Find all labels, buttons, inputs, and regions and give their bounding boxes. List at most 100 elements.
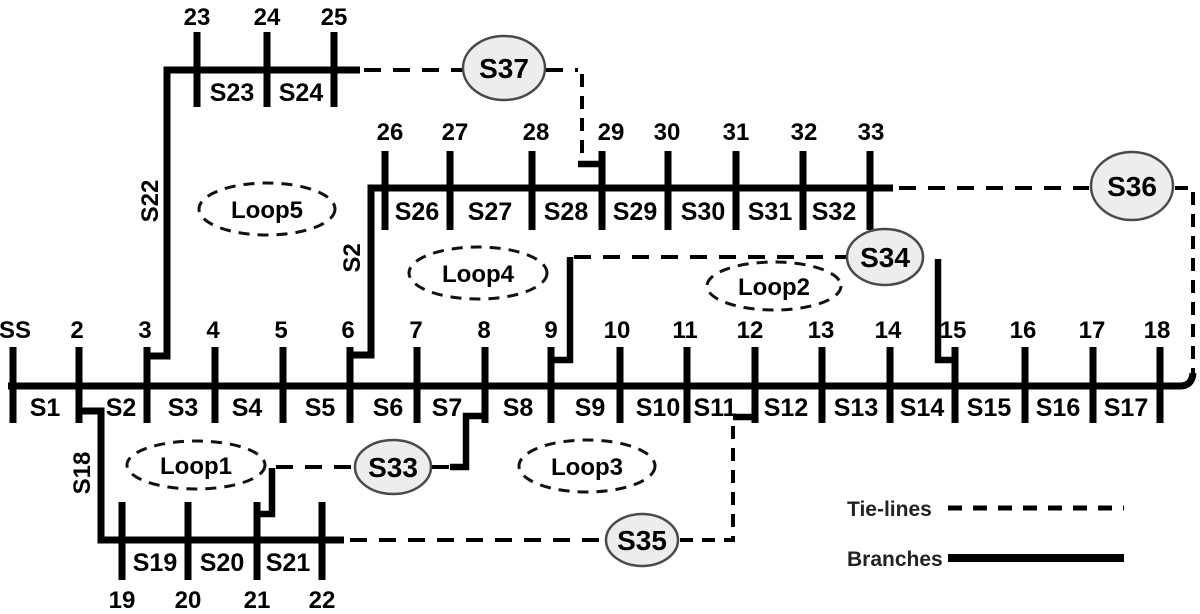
riser-label-s2: S2 [339,243,366,272]
branch-label-s10: S10 [636,394,680,422]
branch-label-s14: S14 [900,394,945,422]
bus-label-18: 18 [1144,317,1171,344]
bus-label-22: 22 [309,587,336,614]
bus-label-24: 24 [254,4,281,31]
branch-label-s11: S11 [693,394,736,422]
bus-label-5: 5 [274,317,287,344]
loop3-ellipse [517,438,657,494]
branch-label-s1: S1 [30,394,61,422]
tie-line-s37: S37 [364,34,602,168]
lateral-26-33-line [350,184,893,359]
bus-label-25: 25 [321,4,348,31]
branch-label-s16: S16 [1036,394,1080,422]
branch-label-s8: S8 [503,394,534,422]
lateral-feeder-23-25: 23 24 25 S23 S24 S22 [137,4,360,360]
loop1-ellipse [125,439,267,491]
branch-label-s7: S7 [432,394,463,422]
bus-label-8: 8 [477,317,490,344]
tie-line-s35: S35 [350,413,753,568]
loop4-label: Loop4 [442,261,515,288]
branch-label-s4: S4 [232,394,263,422]
branch-label-s20: S20 [200,549,244,577]
tie-s35-dash-right [680,424,735,542]
branch-label-s32: S32 [812,198,856,226]
branch-label-s9: S9 [575,394,606,422]
loop2-label: Loop2 [738,274,810,301]
branch-label-s5: S5 [305,394,336,422]
tie-s33-step-right [450,412,483,471]
bus-label-9: 9 [544,317,557,344]
bus-label-19: 19 [109,587,136,614]
legend: Tie-lines Branches [847,498,1124,571]
tie-switch-s37-ellipse [461,34,547,102]
bus-label-29: 29 [598,119,625,146]
bus-label-20: 20 [175,587,202,614]
loop5-label: Loop5 [231,197,303,224]
bus-label-10: 10 [604,317,631,344]
lateral-feeder-19-22: 19 20 21 22 S19 S20 S21 S18 [69,407,344,614]
bus-label-32: 32 [791,119,818,146]
riser-label-s22: S22 [137,180,164,223]
bus-label-3: 3 [138,317,151,344]
bus-label-14: 14 [875,317,902,344]
bus-label-13: 13 [808,317,835,344]
branch-label-s23: S23 [210,79,254,107]
main-feeder-line [8,372,1197,390]
legend-branches-label: Branches [847,548,943,571]
loop-annotations: Loop5 Loop4 Loop2 Loop1 Loop3 [125,181,843,494]
bus-label-26: 26 [377,119,404,146]
lateral-19-22-line [79,407,344,544]
branch-label-s24: S24 [279,79,324,107]
bus-label-7: 7 [409,317,422,344]
branch-label-s31: S31 [748,198,793,226]
riser-label-s18: S18 [69,452,96,495]
loop3-label: Loop3 [551,454,623,481]
bus-label-33: 33 [858,119,885,146]
bus-label-31: 31 [723,119,750,146]
bus-label-12: 12 [737,317,764,344]
loop1-label: Loop1 [160,453,232,480]
branch-label-s21: S21 [266,549,311,577]
bus-label-21: 21 [244,587,271,614]
tie-switch-s35-label: S35 [617,525,667,556]
branch-label-s28: S28 [544,198,589,226]
branch-label-s2: S2 [106,394,137,422]
tie-s36-dash-corner [1175,186,1195,376]
branch-label-s6: S6 [373,394,404,422]
bus-label-ss: SS [0,317,31,344]
tie-line-s34: S34 [551,227,953,364]
tie-switch-s36-ellipse [1089,150,1175,222]
loop5-ellipse [197,181,337,237]
bus-label-28: 28 [523,119,550,146]
tie-switch-s36-label: S36 [1107,171,1157,202]
bus-label-6: 6 [341,317,354,344]
bus-label-11: 11 [672,317,697,344]
branch-label-s15: S15 [967,394,1012,422]
tie-line-s33: S33 [257,412,483,518]
branch-label-s26: S26 [395,198,439,226]
legend-tie-lines-label: Tie-lines [847,498,932,521]
tie-switch-s35-ellipse [604,512,680,568]
bus-label-23: 23 [184,4,211,31]
tie-s33-step-left [257,468,276,518]
bus-label-15: 15 [940,317,967,344]
tie-switch-s34-label: S34 [860,242,910,273]
tie-switch-s37-label: S37 [479,53,529,84]
bus-label-30: 30 [654,119,681,146]
tie-s34-riser-right [934,259,953,364]
tie-s34-riser-left [551,257,574,364]
branch-label-s17: S17 [1104,394,1148,422]
branch-label-s12: S12 [764,394,808,422]
branch-label-s19: S19 [133,549,177,577]
bus-label-17: 17 [1079,317,1106,344]
branch-label-s27: S27 [468,198,512,226]
branch-label-s30: S30 [681,198,725,226]
main-feeder: SS 2 3 4 5 6 7 8 9 10 11 12 13 14 15 16 … [0,317,1197,423]
tie-switch-s33-ellipse [353,438,433,496]
tie-line-s36: S36 [899,150,1195,376]
bus-label-16: 16 [1010,317,1037,344]
bus-label-4: 4 [206,317,220,344]
branch-label-s13: S13 [834,394,878,422]
